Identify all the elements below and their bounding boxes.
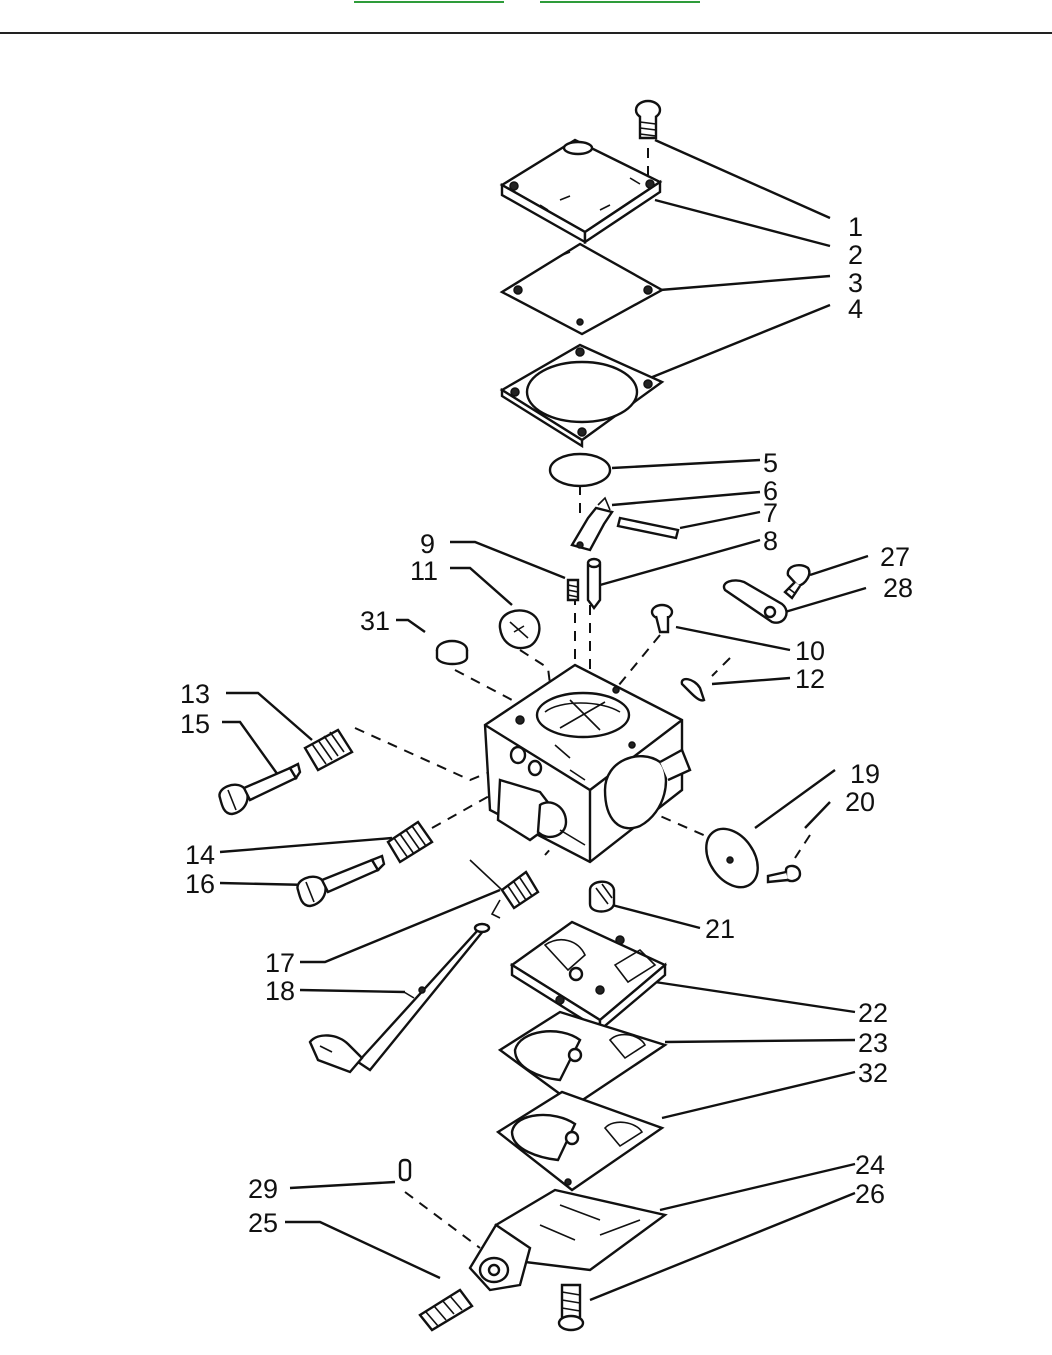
- throttle-shaft: [308, 922, 491, 1074]
- leader-lines: [219, 138, 869, 1302]
- callout-11: 11: [410, 556, 438, 586]
- pump-diaphragm: [499, 242, 665, 336]
- welch-plug: [498, 609, 541, 650]
- carburetor-body: [483, 663, 692, 864]
- retainer-plate: [722, 579, 788, 624]
- metering-spring: [566, 578, 580, 602]
- callout-7: 7: [763, 498, 778, 528]
- callout-16: 16: [185, 869, 215, 899]
- callout-27: 27: [880, 542, 910, 572]
- cover-screw-26: [557, 1283, 585, 1332]
- metering-cover: [468, 1188, 668, 1292]
- needle-screw-15: [218, 762, 302, 816]
- small-plug: [435, 639, 469, 666]
- spring-13: [303, 728, 354, 772]
- pump-gasket: [499, 343, 665, 449]
- callout-22: 22: [858, 998, 888, 1028]
- throttle-clip: [680, 677, 706, 702]
- header-divider: [0, 32, 1052, 34]
- callout-18: 18: [265, 976, 295, 1006]
- callout-12: 12: [795, 664, 825, 694]
- metering-gasket: [497, 1010, 668, 1107]
- callout-9: 9: [420, 529, 435, 559]
- adjust-screw-25: [418, 1288, 474, 1332]
- inlet-needle: [586, 557, 602, 610]
- callout-2: 2: [848, 240, 863, 270]
- pivot-pin: [398, 1158, 412, 1182]
- metering-plate: [509, 920, 668, 1033]
- nav-link-next[interactable]: [540, 0, 700, 3]
- callout-25: 25: [248, 1208, 278, 1238]
- return-spring: [469, 859, 540, 919]
- callout-31: 31: [360, 606, 390, 636]
- callout-8: 8: [763, 526, 778, 556]
- screw-top-icon: [634, 99, 662, 140]
- inlet-screen: [548, 452, 612, 488]
- callout-5: 5: [763, 448, 778, 478]
- nav-link-previous[interactable]: [354, 0, 504, 3]
- callout-13: 13: [180, 679, 210, 709]
- callout-26: 26: [855, 1179, 885, 1209]
- callout-17: 17: [265, 948, 295, 978]
- callout-14: 14: [185, 840, 215, 870]
- needle-lever: [570, 496, 614, 552]
- pump-cover: [499, 138, 663, 245]
- callout-10: 10: [795, 636, 825, 666]
- valve-screw: [766, 864, 802, 884]
- callout-29: 29: [248, 1174, 278, 1204]
- lever-screw: [650, 603, 674, 634]
- callout-20: 20: [845, 787, 875, 817]
- callout-4: 4: [848, 294, 863, 324]
- callout-21: 21: [705, 914, 735, 944]
- callout-19: 19: [850, 759, 880, 789]
- plug-21: [588, 880, 616, 913]
- callout-28: 28: [883, 573, 913, 603]
- throttle-valve: [705, 827, 759, 889]
- callout-labels: 1 2 3 4 5 6 7 8 9 11 27 28 31 10 12 13 1…: [180, 212, 913, 1238]
- retainer-screw: [783, 564, 811, 600]
- callout-15: 15: [180, 709, 210, 739]
- spring-14: [386, 820, 434, 864]
- callout-24: 24: [855, 1150, 885, 1180]
- callout-3: 3: [848, 268, 863, 298]
- callout-32: 32: [858, 1058, 888, 1088]
- needle-screw-16: [296, 854, 386, 908]
- callout-23: 23: [858, 1028, 888, 1058]
- callout-1: 1: [848, 212, 863, 242]
- lever-pin: [616, 516, 680, 540]
- callout-6: 6: [763, 476, 778, 506]
- metering-diaphragm: [495, 1090, 665, 1192]
